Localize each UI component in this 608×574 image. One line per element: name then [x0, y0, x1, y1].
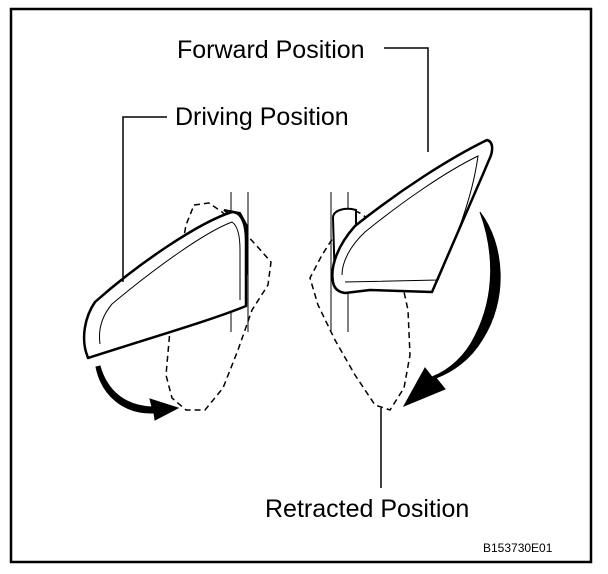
right-retracted-outline: [309, 209, 411, 411]
right-mirror-glass-edge: [341, 155, 479, 283]
right-rotation-arrow-icon: [402, 211, 501, 408]
right-mirror-body: [331, 138, 494, 295]
left-rotation-arrow-icon: [95, 365, 180, 421]
driving-position-label: Driving Position: [175, 103, 349, 131]
left-mirror-glass-edge: [99, 221, 241, 345]
figure-code: B153730E01: [483, 541, 553, 555]
forward-leader-line: [384, 47, 429, 152]
retracted-position-label: Retracted Position: [265, 495, 469, 523]
driving-leader-line: [122, 116, 167, 282]
left-mirror-body: [82, 210, 248, 360]
right-mirror-assembly: [309, 138, 501, 411]
left-mirror-assembly: [82, 192, 272, 421]
figure-border: [9, 7, 593, 564]
forward-position-label: Forward Position: [177, 36, 365, 64]
